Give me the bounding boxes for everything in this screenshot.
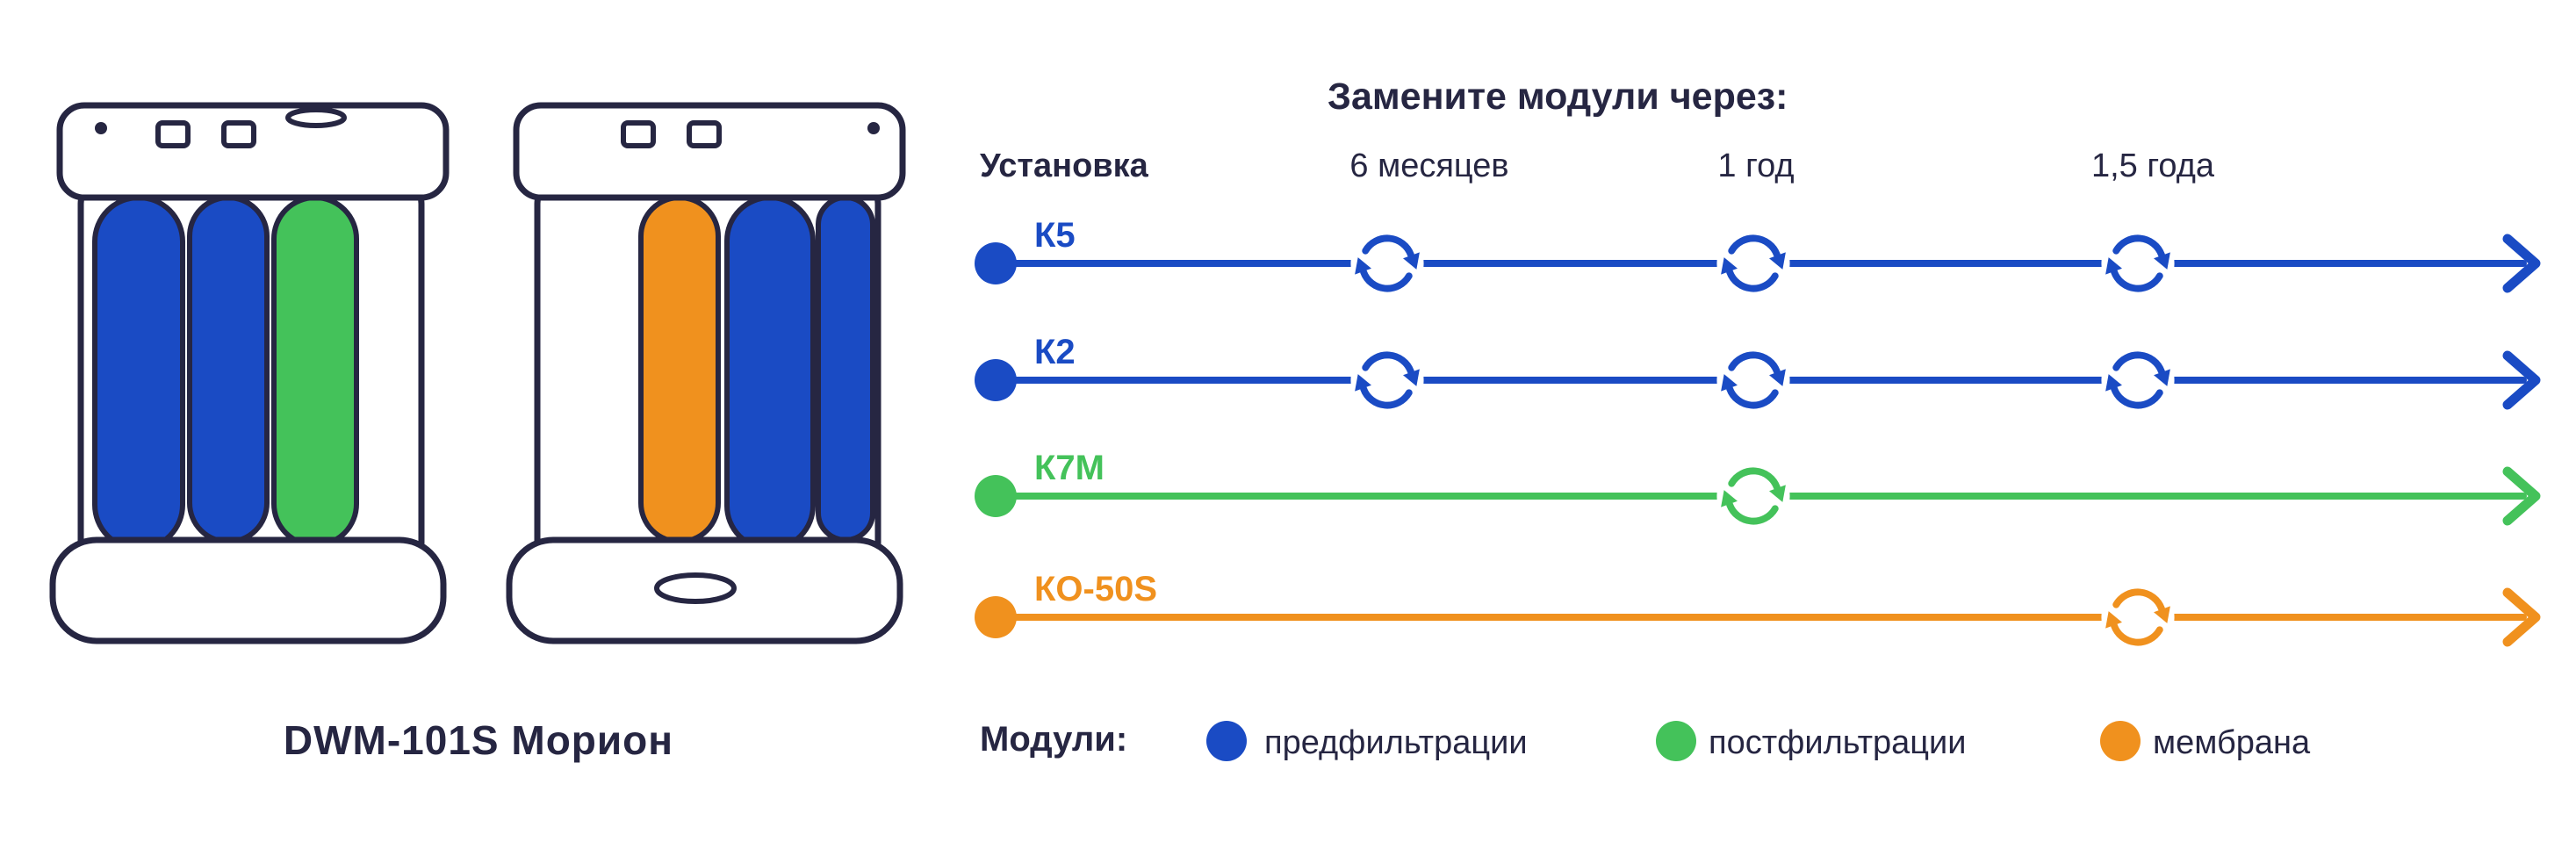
timeline-title: Замените модули через: bbox=[1328, 76, 1788, 118]
illustration-caption: DWM-101S Морион bbox=[283, 717, 674, 763]
row-label: К5 bbox=[1034, 216, 1076, 255]
legend-label-postfiltration: постфильтрации bbox=[1709, 724, 1967, 761]
refresh-icon bbox=[1716, 342, 1791, 418]
start-dot bbox=[975, 359, 1017, 401]
legend-title: Модули: bbox=[980, 720, 1128, 759]
refresh-icon bbox=[2100, 579, 2176, 655]
refresh-icon bbox=[1716, 226, 1791, 301]
start-dot bbox=[975, 242, 1017, 284]
refresh-icon bbox=[2100, 342, 2176, 418]
timeline-row-k7m: К7М bbox=[0, 443, 2576, 549]
legend-dot-membrane bbox=[2100, 721, 2141, 761]
start-dot bbox=[975, 475, 1017, 517]
start-dot bbox=[975, 596, 1017, 638]
refresh-icon bbox=[1349, 342, 1425, 418]
filter-illustration-svg bbox=[49, 102, 906, 644]
column-header-1-5-years: 1,5 года bbox=[2090, 148, 2215, 184]
column-header-install: Установка bbox=[980, 148, 1148, 184]
timeline-row-k2: К2 bbox=[0, 327, 2576, 433]
arrowhead-icon bbox=[2502, 466, 2543, 526]
legend-dot-prefiltration bbox=[1206, 721, 1247, 761]
row-label: КО-50S bbox=[1034, 570, 1158, 608]
legend-label-prefiltration: предфильтрации bbox=[1264, 724, 1528, 761]
refresh-icon bbox=[1349, 226, 1425, 301]
column-header-1-year: 1 год bbox=[1717, 148, 1795, 184]
row-label: К7М bbox=[1034, 449, 1105, 487]
legend-label-membrane: мембрана bbox=[2153, 724, 2311, 761]
timeline-row-k5: К5 bbox=[0, 211, 2576, 316]
refresh-icon bbox=[1716, 458, 1791, 534]
arrowhead-icon bbox=[2502, 350, 2543, 410]
refresh-icon bbox=[2100, 226, 2176, 301]
row-label: К2 bbox=[1034, 333, 1076, 371]
arrowhead-icon bbox=[2502, 587, 2543, 647]
filter-units-illustration bbox=[26, 53, 931, 667]
legend-dot-postfiltration bbox=[1656, 721, 1696, 761]
timeline-row-ko-50s: КО-50S bbox=[0, 565, 2576, 670]
timeline-line bbox=[996, 614, 2527, 621]
arrowhead-icon bbox=[2502, 234, 2543, 293]
column-header-6-months: 6 месяцев bbox=[1349, 148, 1509, 184]
